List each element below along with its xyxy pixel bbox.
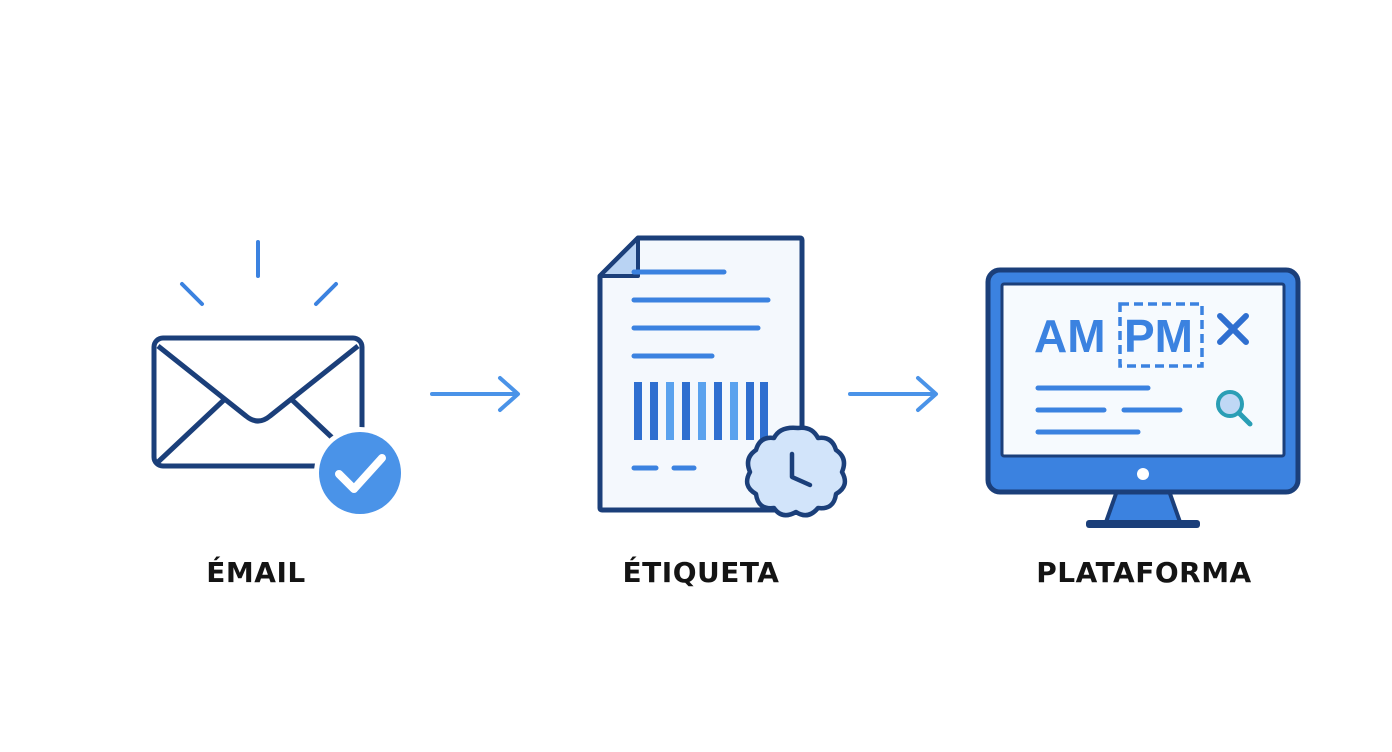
page-fold (598, 236, 640, 278)
envelope-body (151, 335, 365, 469)
search-icon (1216, 390, 1253, 427)
monitor-screen (1000, 282, 1286, 458)
brand-text-pm: PM (1124, 310, 1193, 362)
step-label-plataforma: PLATAFORMA (1036, 556, 1252, 589)
step-label-etiqueta: ÉTIQUETA (622, 556, 780, 589)
clock-icon (744, 425, 848, 518)
brand-text-am: AM (1034, 310, 1106, 362)
envelope-check-icon (151, 240, 406, 519)
monitor-search-icon: AM PM (985, 267, 1301, 528)
notification-ray (314, 282, 338, 306)
arrow-right-icon (848, 376, 938, 412)
barcode (634, 382, 768, 440)
arrow-right-icon (430, 376, 520, 412)
close-icon (1217, 313, 1249, 345)
checkmark-icon (335, 454, 386, 493)
step-label-email: ÉMAIL (206, 556, 306, 589)
notification-ray (180, 282, 204, 306)
envelope-flap (156, 344, 360, 424)
selection-box (1118, 302, 1204, 368)
power-indicator (1137, 468, 1149, 480)
document-barcode-clock-icon (597, 235, 848, 518)
